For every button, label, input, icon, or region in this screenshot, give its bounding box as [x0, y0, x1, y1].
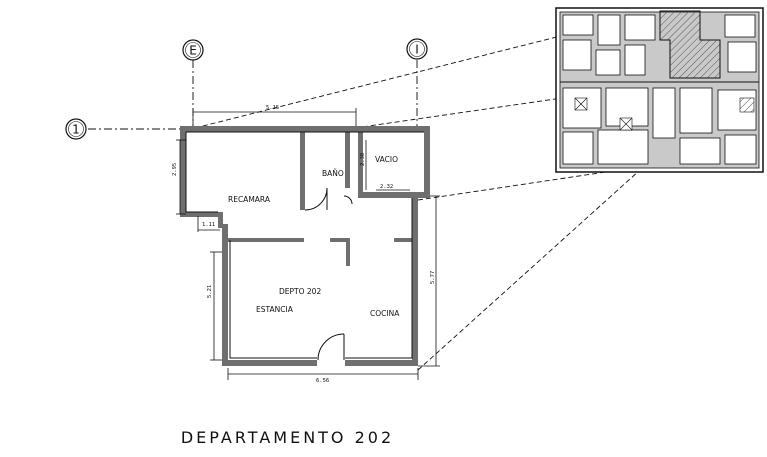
room-label-bano: BAÑO: [322, 169, 344, 178]
axis-label-i: I: [415, 43, 419, 57]
dim-vacio-width: 2.32: [380, 184, 393, 190]
dim-bottom: 6.56: [316, 378, 329, 384]
drawing-title: DEPARTAMENTO 202: [180, 428, 395, 447]
dim-left-lower: 5.21: [207, 285, 213, 298]
dim-right: 5.77: [430, 271, 436, 284]
axis-marker-1: 1: [65, 118, 87, 140]
axis-marker-i: I: [406, 38, 428, 60]
axis-grid-lines: [88, 60, 418, 130]
room-label-vacio: VACIO: [375, 155, 398, 164]
axis-label-e: E: [189, 44, 197, 58]
key-plan: [555, 7, 764, 173]
axis-marker-e: E: [182, 39, 204, 61]
room-label-depto: DEPTO 202: [279, 287, 321, 296]
inner-wall-lines: [185, 131, 424, 359]
room-label-cocina: COCINA: [370, 309, 400, 318]
room-label-recamara: RECAMARA: [228, 195, 271, 204]
dim-left-upper: 2.95: [172, 163, 178, 176]
dim-vacio-height: 2.30: [360, 153, 366, 166]
dim-top: 5.15: [266, 105, 279, 111]
room-label-estancia: ESTANCIA: [256, 305, 294, 314]
walls: [180, 126, 430, 366]
axis-label-1: 1: [72, 123, 80, 137]
dim-left-small: 1.11: [202, 222, 215, 228]
dimension-lines: [176, 108, 440, 380]
doors: [304, 187, 353, 361]
